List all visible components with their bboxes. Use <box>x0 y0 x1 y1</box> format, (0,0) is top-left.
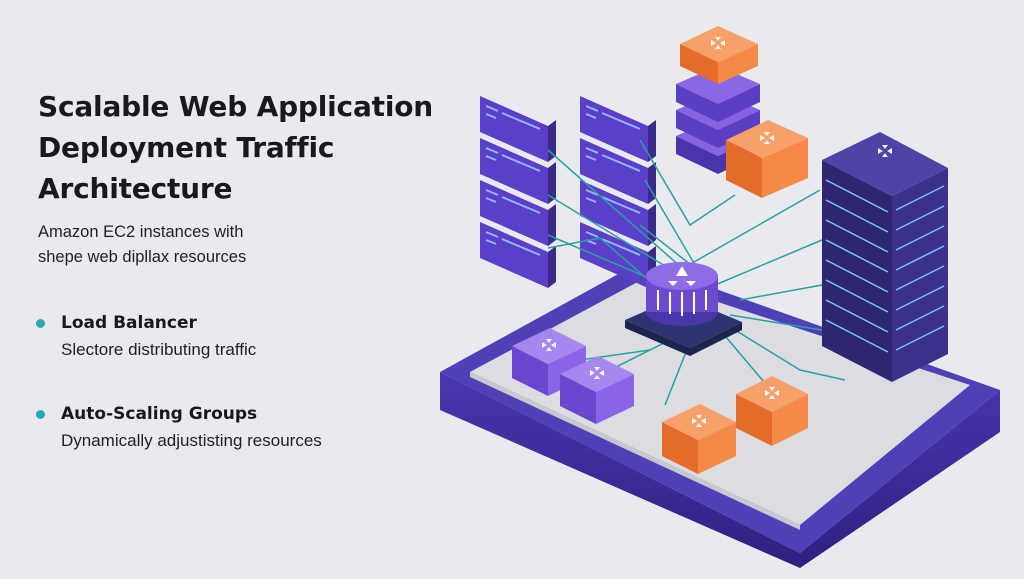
title-line: Architecture <box>38 172 233 205</box>
rack-unit <box>480 222 556 288</box>
orange-cube <box>736 376 808 446</box>
subtitle: Amazon EC2 instances with shepe web dipl… <box>38 220 398 270</box>
feature-load-balancer: Load Balancer Slectore distributing traf… <box>36 313 456 360</box>
server-tower <box>822 132 948 382</box>
feature-title: Load Balancer <box>61 313 197 333</box>
server-rack-icon <box>825 179 945 353</box>
text-panel: Scalable Web Application Deployment Traf… <box>0 0 460 579</box>
rack-unit <box>580 138 656 204</box>
subtitle-line: Amazon EC2 instances with <box>38 223 244 241</box>
title-line: Deployment Traffic <box>38 131 335 164</box>
server-rack-left <box>480 96 556 288</box>
server-rack-middle <box>580 96 656 288</box>
feature-description: Slectore distributing traffic <box>61 340 257 359</box>
connection-lines <box>547 139 846 406</box>
orange-cube-mid <box>726 120 808 198</box>
rack-unit <box>580 96 656 162</box>
orange-cube-top <box>680 26 758 84</box>
purple-cube <box>560 356 634 424</box>
orange-cube <box>662 404 736 474</box>
bullet-icon <box>36 318 45 328</box>
feature-title: Auto-Scaling Groups <box>61 404 258 424</box>
rack-unit <box>480 138 556 204</box>
purple-pillar <box>676 66 760 174</box>
feature-description: Dynamically adjustisting resources <box>61 431 322 450</box>
title-line: Scalable Web Application <box>38 90 433 123</box>
subtitle-line: shepe web dipllax resources <box>38 248 247 266</box>
page-title: Scalable Web Application Deployment Traf… <box>38 86 468 209</box>
platform <box>440 262 1000 568</box>
feature-auto-scaling: Auto-Scaling Groups Dynamically adjustis… <box>36 404 456 451</box>
load-balancer <box>625 262 742 356</box>
bullet-icon <box>36 409 45 419</box>
load-balancer-icon <box>668 266 696 286</box>
